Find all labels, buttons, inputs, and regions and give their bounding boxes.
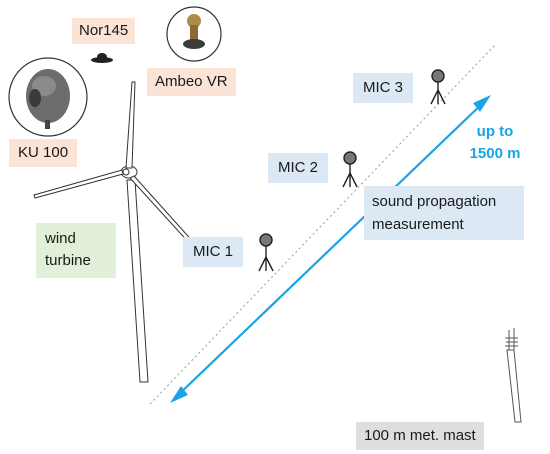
mic3-tripod-drawing — [430, 69, 446, 105]
mic2-tripod-drawing — [342, 151, 358, 188]
ambeo-image — [166, 6, 222, 62]
nor145-image — [91, 53, 113, 63]
ku100-label: KU 100 — [9, 139, 78, 167]
distance-note: up to 1500 m — [460, 121, 530, 165]
distance-note-line1: up to — [476, 123, 514, 140]
wind-turbine-label: wind turbine — [36, 223, 116, 278]
ku100-image — [8, 57, 88, 137]
ambeo-label: Ambeo VR — [147, 68, 236, 96]
mic1-label: MIC 1 — [183, 237, 244, 267]
wind-turbine — [33, 81, 206, 383]
mic3-label: MIC 3 — [353, 73, 414, 103]
nor145-label: Nor145 — [72, 18, 136, 44]
met-mast-drawing — [505, 328, 522, 423]
mic1-tripod-drawing — [258, 233, 274, 272]
sound-propagation-line2: measurement — [372, 216, 464, 233]
sound-propagation-label: sound propagation measurement — [364, 186, 524, 240]
wind-turbine-label-line2: turbine — [45, 252, 91, 269]
met-mast-label: 100 m met. mast — [356, 422, 484, 450]
wind-turbine-label-line1: wind — [45, 230, 76, 247]
sound-propagation-line1: sound propagation — [372, 193, 497, 210]
mic2-label: MIC 2 — [268, 153, 329, 183]
distance-note-line2: 1500 m — [469, 145, 521, 162]
distance-arrow — [170, 95, 491, 403]
